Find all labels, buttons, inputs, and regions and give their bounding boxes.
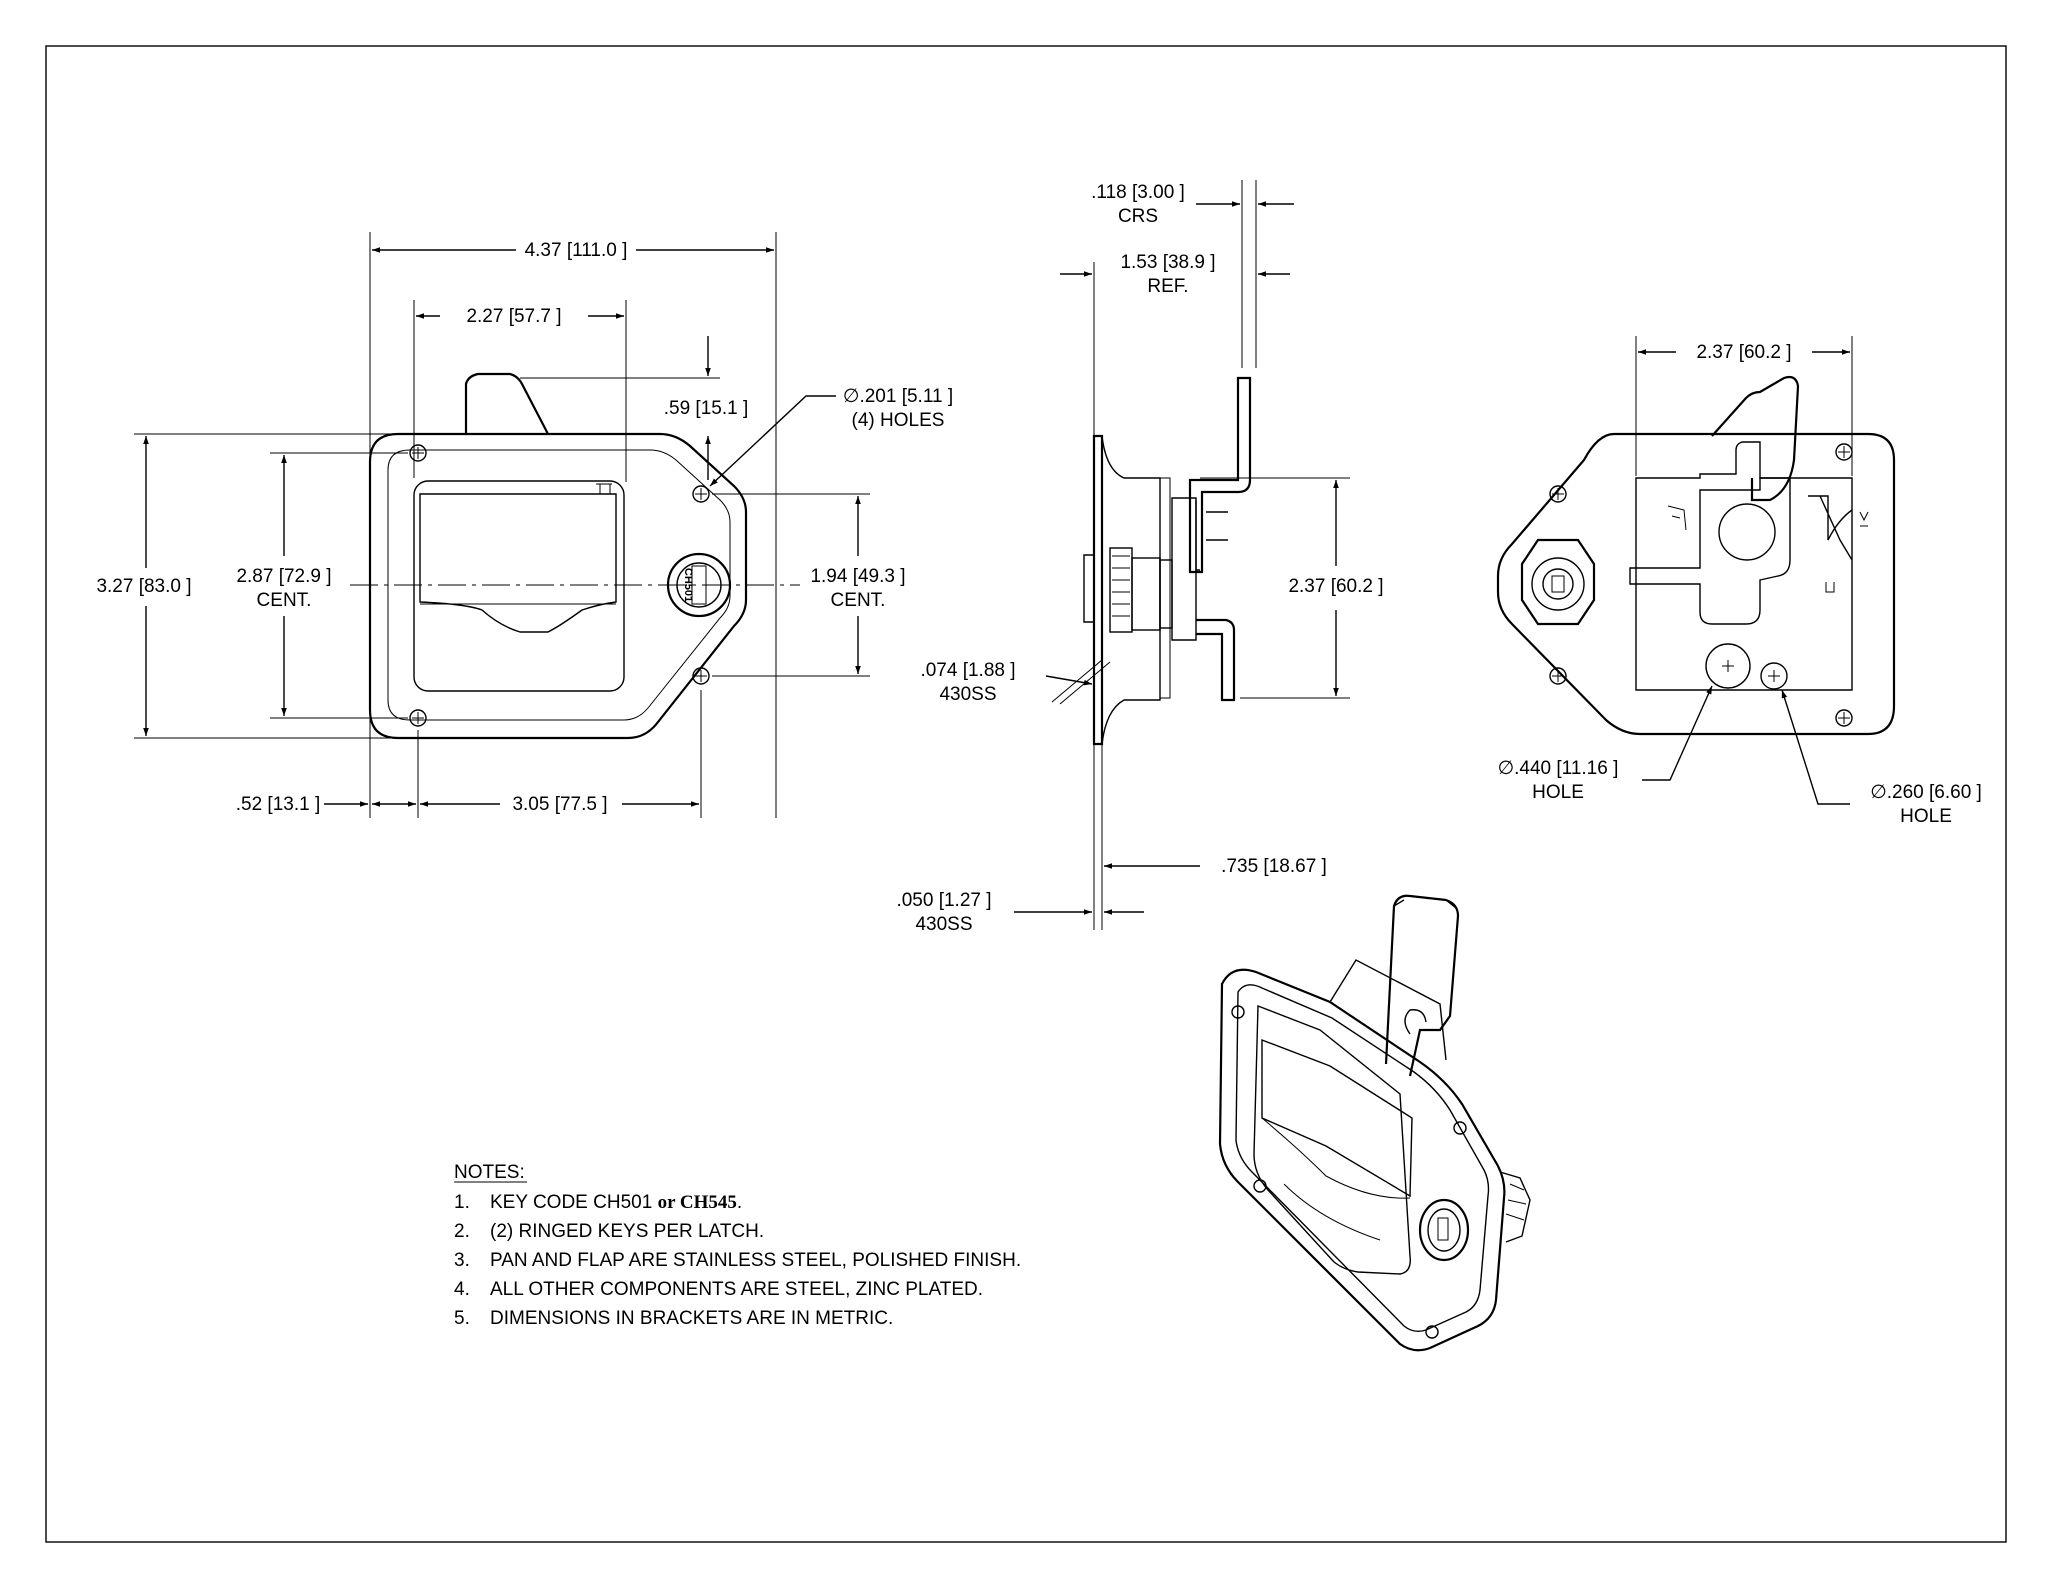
side-view: .118 [3.00 ] CRS 1.53 [38.9 ] REF. 2.37 … — [896, 180, 1384, 935]
material-label: 430SS — [915, 914, 972, 935]
dim-overall-height: 3.27 [83.0 ] — [96, 576, 191, 597]
notes-heading: NOTES: — [454, 1162, 525, 1183]
hole-label: HOLE — [1900, 806, 1952, 827]
isometric-view — [1218, 894, 1531, 1352]
notes-block: NOTES: 1. KEY CODE CH501 or CH545. 2. (2… — [454, 1162, 1021, 1329]
mount-hole — [409, 444, 427, 462]
flap-iso — [1261, 1038, 1413, 1198]
note-text: ALL OTHER COMPONENTS ARE STEEL, ZINC PLA… — [490, 1279, 983, 1300]
dim-overall-width: 4.37 [111.0 ] — [525, 240, 628, 261]
dim-pan-depth: .735 [18.67 ] — [1221, 856, 1327, 877]
flange-profile — [1092, 434, 1104, 746]
dim-small-hole: ∅.260 [6.60 ] — [1870, 782, 1982, 803]
dim-hook-offset: .59 [15.1 ] — [664, 398, 749, 419]
dim-edge-to-hole: .52 [13.1 ] — [236, 794, 321, 815]
centers-label: CENT. — [257, 590, 312, 611]
note-text: DIMENSIONS IN BRACKETS ARE IN METRIC. — [490, 1308, 893, 1329]
note-number: 3. — [454, 1250, 470, 1271]
lock-nut-icon — [1520, 538, 1596, 626]
hole-label: HOLE — [1532, 782, 1584, 803]
mount-hole — [692, 667, 710, 685]
hook-iso — [1384, 894, 1460, 1077]
dim-hole-to-hole: 3.05 [77.5 ] — [512, 794, 607, 815]
note-number: 5. — [454, 1308, 470, 1329]
flap-pocket — [413, 480, 625, 692]
note-text: PAN AND FLAP ARE STAINLESS STEEL, POLISH… — [490, 1250, 1021, 1271]
housing-rear — [1635, 441, 1853, 691]
mount-hole — [1835, 709, 1853, 727]
large-hole — [1705, 643, 1751, 689]
mount-hole — [409, 709, 427, 727]
dim-pan-thickness: .050 [1.27 ] — [896, 890, 991, 911]
lock-cylinder-profile — [1083, 554, 1094, 623]
dim-hole-diameter: ∅.201 [5.11 ] — [843, 386, 953, 407]
dim-ref-depth: 1.53 [38.9 ] — [1120, 252, 1215, 273]
rear-view: 2.37 [60.2 ] ∅.440 [11.16 ] HOLE ∅.260 [… — [1496, 336, 1982, 827]
mount-hole — [1549, 667, 1567, 685]
flap — [419, 493, 617, 633]
lock-code-label: CH501 — [682, 568, 694, 602]
mount-hole — [692, 485, 710, 503]
dim-large-hole: ∅.440 [11.16 ] — [1498, 758, 1619, 779]
note-text: (2) RINGED KEYS PER LATCH. — [490, 1221, 764, 1242]
cam-profile — [1196, 618, 1236, 702]
dim-hole-spacing-right: 1.94 [49.3 ] — [810, 566, 905, 587]
note-number: 2. — [454, 1221, 470, 1242]
pan-iso — [1218, 968, 1506, 1352]
cam-plate — [1629, 477, 1791, 625]
note-text: KEY CODE CH501 or CH545. — [490, 1192, 742, 1213]
dim-hook-thickness: .118 [3.00 ] — [1091, 182, 1185, 203]
note-number: 1. — [454, 1192, 470, 1213]
mount-hole — [1549, 485, 1567, 503]
hook-rear — [1711, 375, 1800, 502]
dim-flange-thickness: .074 [1.88 ] — [920, 660, 1015, 681]
material-label: CRS — [1118, 206, 1158, 227]
lock-iso-icon — [1418, 1198, 1470, 1262]
front-view: CH501 4.37 [111.0 ] 2.27 [57.7 ] .59 [15… — [96, 232, 953, 818]
mount-hole — [1835, 443, 1853, 461]
small-hole — [1760, 662, 1788, 690]
sheet-border — [45, 45, 2007, 1543]
dim-housing-height: 2.37 [60.2 ] — [1288, 576, 1383, 597]
material-label: 430SS — [939, 684, 996, 705]
hook-outline — [464, 372, 549, 435]
dim-housing-width: 2.37 [60.2 ] — [1696, 342, 1791, 363]
pan-rear-outline — [1496, 432, 1896, 736]
note-number: 4. — [454, 1279, 470, 1300]
dim-hole-spacing-left: 2.87 [72.9 ] — [236, 566, 331, 587]
hook-plate-profile — [1188, 376, 1252, 574]
cam-hole — [1718, 503, 1776, 561]
centers-label: CENT. — [831, 590, 886, 611]
hole-count-label: (4) HOLES — [852, 410, 945, 431]
pan-inner-outline — [387, 449, 731, 721]
dim-flap-width: 2.27 [57.7 ] — [466, 306, 561, 327]
reference-label: REF. — [1147, 276, 1188, 297]
